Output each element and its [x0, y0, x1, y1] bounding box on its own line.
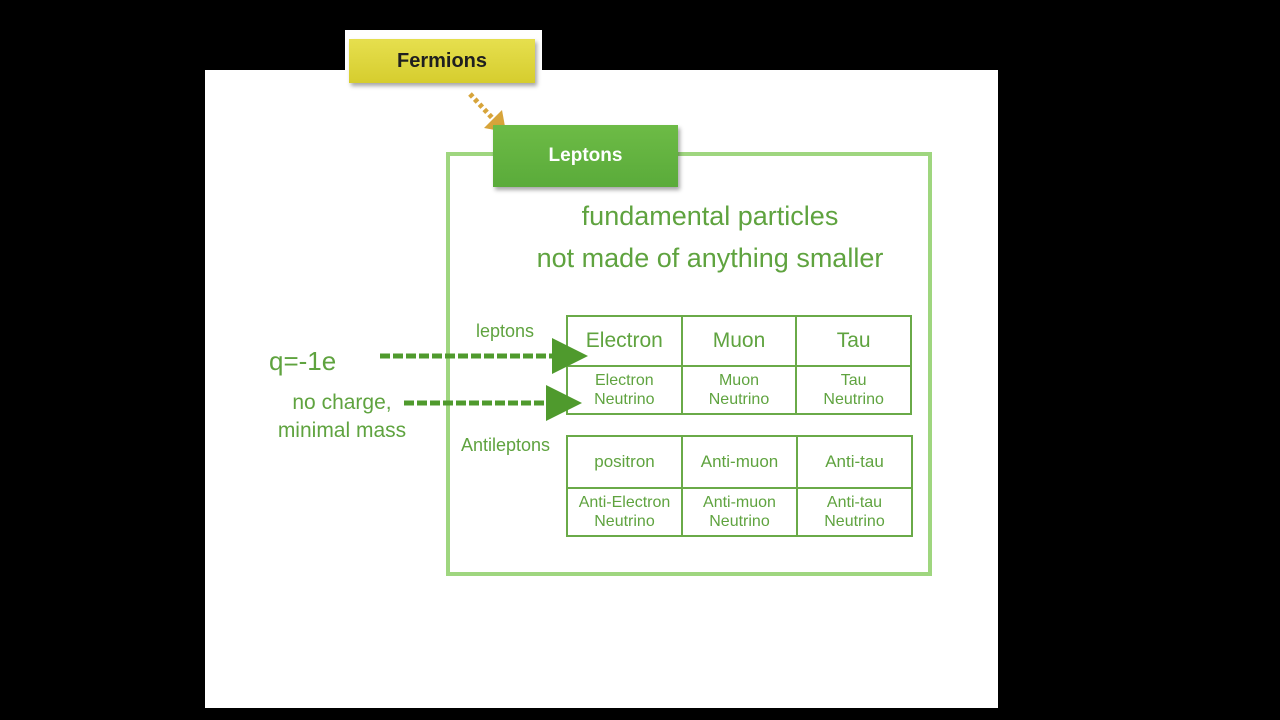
neutrino-cell: Anti-muon Neutrino	[681, 487, 798, 537]
table-row: positron Anti-muon Anti-tau	[566, 435, 913, 489]
neutral-line-1: no charge,	[292, 391, 392, 414]
charge-annotation: q=-1e	[269, 346, 337, 376]
neutrino-word: Neutrino	[708, 391, 770, 408]
neutrino-word: Neutrino	[594, 391, 655, 408]
particle-cell: Electron	[566, 315, 683, 367]
neutrino-name: Muon	[718, 371, 759, 389]
leptons-table: Electron Muon Tau Electron Neutrino Muon…	[566, 315, 912, 415]
neutrino-word: Neutrino	[823, 391, 884, 408]
fermions-box: Fermions	[349, 39, 535, 83]
particle-cell: Anti-tau	[796, 435, 913, 489]
leptons-title-box: Leptons	[493, 125, 678, 187]
neutrino-cell: Muon Neutrino	[680, 365, 798, 415]
neutrino-name: Anti-tau	[826, 493, 883, 511]
neutrino-name: Anti-Electron	[578, 493, 671, 511]
neutrino-cell: Electron Neutrino	[566, 365, 683, 415]
neutrino-cell: Anti-tau Neutrino	[796, 487, 913, 537]
particle-cell: Muon	[680, 315, 798, 367]
particle-cell: positron	[566, 435, 683, 489]
description-line-2: not made of anything smaller	[536, 243, 884, 273]
neutrino-word: Neutrino	[824, 513, 885, 530]
neutrino-name: Anti-muon	[703, 493, 776, 511]
particle-cell: Anti-muon	[681, 435, 798, 489]
leptons-row-label: leptons	[476, 321, 535, 341]
antileptons-table: positron Anti-muon Anti-tau Anti-Electro…	[566, 435, 913, 537]
neutral-annotation: no charge, minimal mass	[262, 389, 422, 445]
particle-cell: Tau	[795, 315, 912, 367]
neutrino-cell: Anti-Electron Neutrino	[566, 487, 683, 537]
description-line-1: fundamental particles	[581, 201, 839, 231]
neutrino-name: Tau	[840, 371, 867, 389]
neutrino-word: Neutrino	[594, 513, 655, 530]
neutrino-cell: Tau Neutrino	[795, 365, 912, 415]
table-row: Electron Muon Tau	[566, 315, 912, 367]
leptons-frame	[446, 152, 932, 576]
neutrino-name: Electron	[594, 371, 654, 389]
table-row: Anti-Electron Neutrino Anti-muon Neutrin…	[566, 487, 913, 537]
neutral-line-2: minimal mass	[277, 419, 407, 442]
antileptons-row-label: Antileptons	[461, 435, 551, 455]
table-row: Electron Neutrino Muon Neutrino Tau Neut…	[566, 365, 912, 415]
neutrino-word: Neutrino	[709, 513, 770, 530]
